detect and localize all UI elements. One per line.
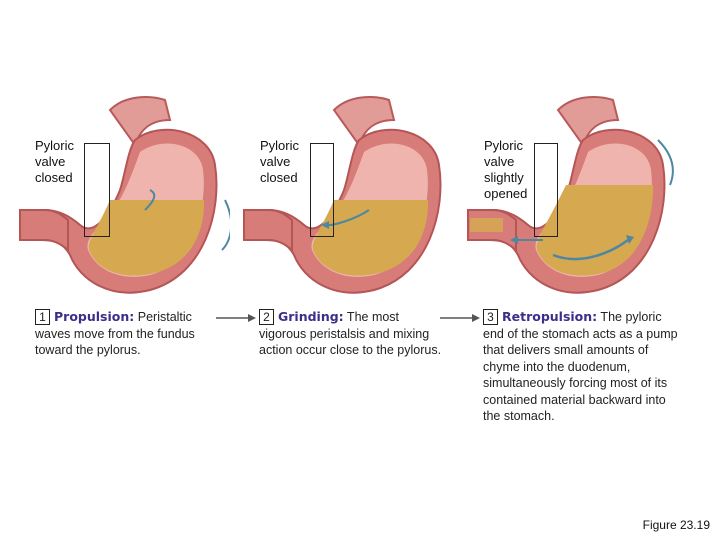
step-title: Propulsion: (54, 309, 135, 324)
step-text-first: The pyloric (597, 310, 662, 324)
step-title: Retropulsion: (502, 309, 598, 324)
step-text-rest: end of the stomach acts as a pump that d… (483, 326, 678, 424)
stomach-illustration-3 (467, 96, 674, 294)
stomach-illustration-1 (19, 96, 230, 294)
panel-grinding: Pyloric valve closed 2 Grinding: The most… (224, 0, 454, 540)
pylorus-pointer (534, 143, 558, 237)
pylorus-pointer (310, 143, 334, 237)
chyme (312, 200, 429, 276)
arrowhead (626, 235, 634, 244)
retropulsion-arrow (552, 238, 629, 261)
figure-label: Figure 23.19 (642, 518, 710, 532)
valve-label: Pyloric valve closed (35, 138, 75, 185)
step-text-rest: waves move from the fundus toward the py… (35, 326, 195, 358)
chyme (536, 185, 654, 276)
peristalsis-arrow (328, 209, 370, 226)
step-title: Grinding: (278, 309, 344, 324)
step-caption: 3 Retropulsion: The pyloric end of the st… (483, 309, 683, 425)
next-step-arrow (216, 314, 256, 322)
step-number: 3 (483, 309, 498, 325)
valve-label: Pyloric valve closed (260, 138, 300, 185)
duodenum (19, 209, 69, 253)
step-number: 1 (35, 309, 50, 325)
step-text-first: The most (343, 310, 400, 324)
step-text-rest: vigorous peristalsis and mixing action o… (259, 326, 442, 358)
panel-propulsion: Pyloric valve closed 1 Propulsion: Perist… (0, 0, 230, 540)
step-number: 2 (259, 309, 274, 325)
duodenum-chyme (470, 218, 503, 232)
peristalsis-arrow (221, 199, 230, 251)
peristalsis-arrow (657, 139, 674, 186)
next-step-arrow (440, 314, 480, 322)
panel-retropulsion: Pyloric valve slightly opened 3 Retropuls… (448, 0, 678, 540)
step-caption: 2 Grinding: The most vigorous peristalsis… (259, 309, 449, 359)
stomach-illustration-2 (243, 96, 442, 294)
valve-label: Pyloric valve slightly opened (484, 138, 528, 201)
step-text-first: Peristaltic (134, 310, 192, 324)
chyme (88, 200, 205, 276)
step-caption: 1 Propulsion: Peristaltic waves move from… (35, 309, 225, 359)
arrowhead (510, 236, 518, 244)
pylorus-pointer (84, 143, 110, 237)
peristalsis-arrow (144, 189, 156, 211)
arrowhead (321, 221, 329, 229)
duodenum (243, 209, 293, 253)
